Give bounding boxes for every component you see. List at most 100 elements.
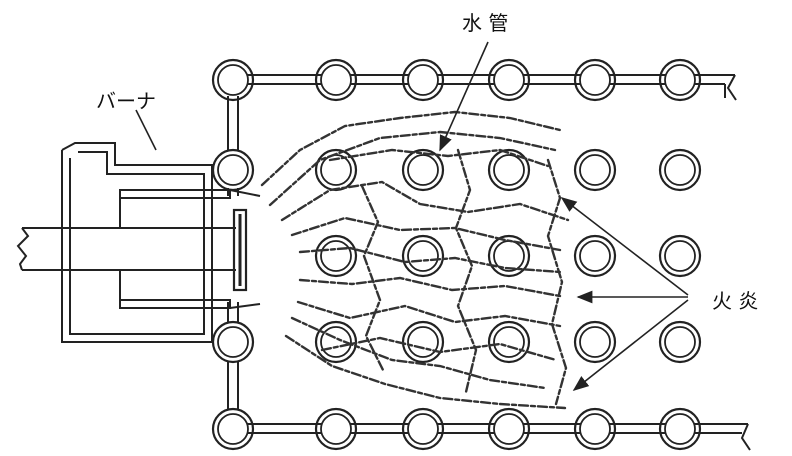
- tube-outer-wall: [487, 234, 531, 278]
- flame-stroke: [454, 148, 478, 394]
- tube-inner-wall: [217, 154, 249, 186]
- flame-leader-arrow-lower: [572, 299, 689, 391]
- flame-stroke: [280, 180, 570, 222]
- tube-outer-wall: [487, 148, 531, 192]
- header-tube-top: [573, 58, 617, 102]
- flame-stroke: [360, 184, 386, 374]
- tube-outer-wall: [487, 407, 531, 451]
- header-tubes: [211, 58, 702, 451]
- water-tube: [573, 148, 617, 192]
- water-tube: [487, 234, 531, 278]
- water-tube: [401, 148, 445, 192]
- flame-stroke: [296, 300, 562, 328]
- tube-inner-wall: [407, 326, 439, 358]
- burner-throat-bottom: [229, 303, 261, 309]
- tube-inner-wall: [217, 64, 249, 96]
- header-tube-bottom: [573, 407, 617, 451]
- tube-outer-wall: [487, 58, 531, 102]
- tube-outer-wall: [658, 148, 702, 192]
- air-register-bottom: [119, 299, 231, 309]
- burner-label: バーナ: [96, 89, 156, 113]
- tube-outer-wall: [211, 320, 255, 364]
- header-tube-top: [314, 58, 358, 102]
- water-tube: [314, 320, 358, 364]
- tube-outer-wall: [314, 58, 358, 102]
- leader-lines: [135, 41, 689, 391]
- tube-inner-wall: [664, 64, 696, 96]
- air-register-top: [119, 189, 231, 199]
- tube-inner-wall: [407, 64, 439, 96]
- water-tube: [658, 234, 702, 278]
- water-tube: [487, 148, 531, 192]
- water-tube-label: 水 管: [462, 11, 508, 35]
- tube-outer-wall: [573, 148, 617, 192]
- water-tube: [573, 234, 617, 278]
- water-tube: [658, 320, 702, 364]
- water-tube: [401, 234, 445, 278]
- header-tube-top: [211, 58, 255, 102]
- bottom-header-break: [740, 423, 751, 451]
- burner-nozzle-tip: [232, 208, 248, 292]
- tube-outer-wall: [573, 58, 617, 102]
- tube-headers: [227, 74, 751, 451]
- tube-inner-wall: [493, 326, 525, 358]
- tube-outer-wall: [573, 320, 617, 364]
- header-tube-bottom: [211, 407, 255, 451]
- top-header-break: [726, 74, 737, 101]
- header-tube-top: [401, 58, 445, 102]
- flame-stroke: [546, 158, 568, 406]
- tube-inner-wall: [407, 240, 439, 272]
- flame-stroke: [284, 334, 567, 410]
- tube-outer-wall: [658, 407, 702, 451]
- flame-label: 火 炎: [712, 289, 758, 313]
- tube-inner-wall: [217, 326, 249, 358]
- water-tube: [658, 148, 702, 192]
- tube-bank: [314, 148, 702, 364]
- tube-outer-wall: [314, 407, 358, 451]
- flame: [260, 110, 570, 410]
- tube-inner-wall: [320, 413, 352, 445]
- flame-stroke: [260, 110, 562, 187]
- tube-outer-wall: [401, 234, 445, 278]
- burner-casing-outer: [61, 142, 213, 343]
- tube-inner-wall: [493, 413, 525, 445]
- tube-outer-wall: [401, 148, 445, 192]
- tube-inner-wall: [579, 154, 611, 186]
- tube-inner-wall: [320, 240, 352, 272]
- burner-housing: [16, 142, 261, 343]
- tube-outer-wall: [573, 234, 617, 278]
- tube-outer-wall: [401, 407, 445, 451]
- header-tube-bottom: [658, 407, 702, 451]
- tube-inner-wall: [217, 413, 249, 445]
- tube-outer-wall: [211, 148, 255, 192]
- flame-stroke: [290, 216, 562, 252]
- header-tube-top: [658, 58, 702, 102]
- tube-outer-wall: [658, 320, 702, 364]
- tube-inner-wall: [664, 326, 696, 358]
- flame-stroke: [298, 246, 562, 274]
- water-tube: [401, 320, 445, 364]
- tube-inner-wall: [493, 64, 525, 96]
- tube-inner-wall: [579, 64, 611, 96]
- tube-outer-wall: [658, 234, 702, 278]
- tube-inner-wall: [664, 240, 696, 272]
- tube-inner-wall: [664, 413, 696, 445]
- flame-leader-arrow-upper: [560, 197, 689, 296]
- water-tube-leader-arrow: [439, 41, 489, 152]
- fuel-pipe-break: [16, 227, 30, 271]
- flame-stroke: [290, 316, 547, 390]
- tube-outer-wall: [314, 234, 358, 278]
- header-tube-bottom: [401, 407, 445, 451]
- tube-inner-wall: [320, 64, 352, 96]
- tube-outer-wall: [401, 320, 445, 364]
- water-tube: [573, 320, 617, 364]
- flame-stroke: [298, 276, 562, 298]
- tube-inner-wall: [579, 413, 611, 445]
- header-tube-left-lower: [211, 320, 255, 364]
- header-tube-bottom: [314, 407, 358, 451]
- flame-stroke: [320, 336, 558, 362]
- header-tube-top: [487, 58, 531, 102]
- tube-outer-wall: [211, 58, 255, 102]
- burner-casing-inner: [69, 151, 205, 335]
